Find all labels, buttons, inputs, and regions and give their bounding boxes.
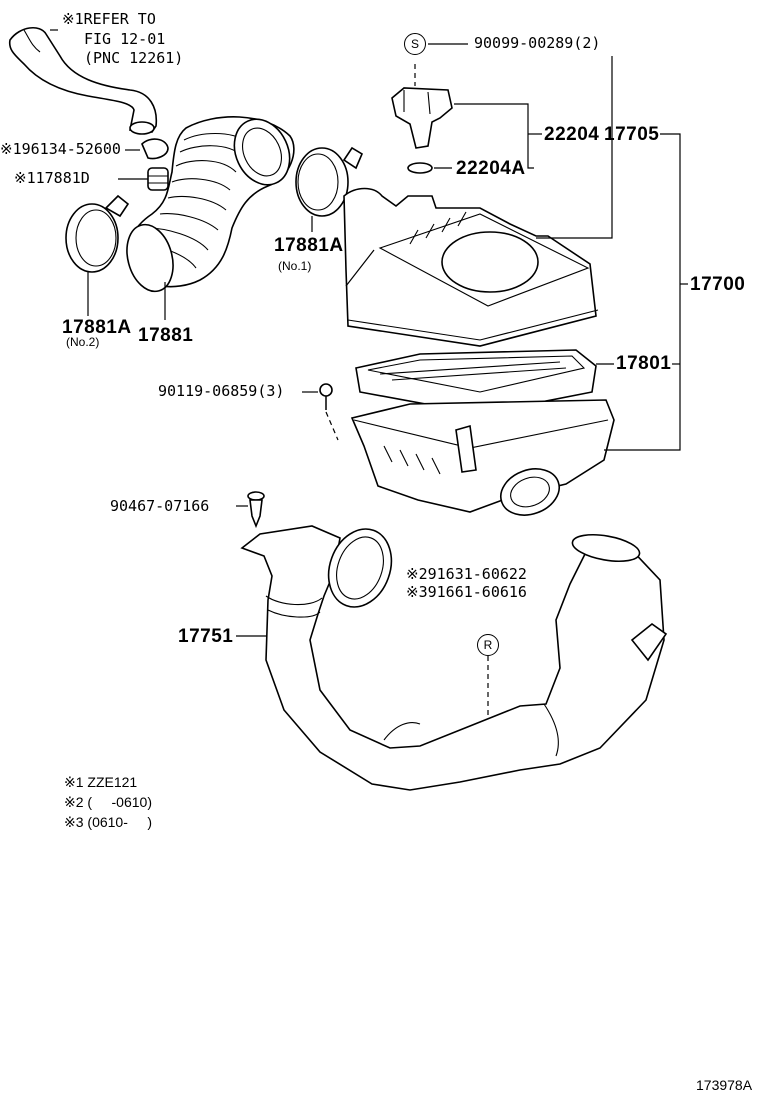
air-flow-sensor	[391, 64, 453, 174]
bolt-90119	[319, 383, 339, 441]
hose-refer-fig	[8, 27, 158, 135]
label-391661-60616: ※391661-60616	[406, 583, 527, 601]
clamp-17881a-no1	[295, 146, 364, 232]
label-196134-52600: ※196134-52600	[0, 140, 121, 158]
leader-lines	[50, 29, 688, 451]
refer-note-line3: (PNC 12261)	[84, 49, 184, 67]
label-17881a-top: 17881A	[274, 235, 344, 256]
label-22204: 22204	[544, 124, 600, 145]
label-90467-07166: 90467-07166	[110, 497, 210, 515]
clamp-17881a-no2	[65, 194, 130, 316]
clip-196134	[125, 138, 169, 160]
label-117881d: ※117881D	[14, 169, 90, 187]
air-cleaner-case	[350, 399, 615, 516]
air-cleaner-cap	[343, 187, 599, 347]
refer-note-line1: ※1REFER TO	[62, 10, 156, 28]
footnote-1: ※1 ZZE121	[64, 774, 138, 790]
mark-r: R	[477, 634, 499, 656]
label-17801: 17801	[616, 353, 672, 374]
label-17705: 17705	[604, 124, 660, 145]
label-no1: (No.1)	[278, 259, 312, 273]
air-filter-element	[355, 349, 614, 415]
clip-117881d	[118, 167, 169, 191]
refer-note-line2: FIG 12-01	[84, 30, 166, 48]
mark-s: S	[404, 33, 426, 55]
label-no2: (No.2)	[66, 335, 100, 349]
intake-duct-17751	[236, 525, 668, 791]
label-17881a-left: 17881A	[62, 317, 132, 338]
label-90119-06859: 90119-06859(3)	[158, 382, 285, 400]
hose-17881	[126, 116, 295, 320]
footnote-3: ※3 (0610- )	[64, 814, 152, 830]
label-17881: 17881	[138, 325, 194, 346]
clip-90467	[236, 491, 265, 529]
footnote-2: ※2 ( -0610)	[64, 794, 152, 810]
label-291631-60622: ※291631-60622	[406, 565, 527, 583]
label-17700: 17700	[690, 274, 746, 295]
figure-code: 173978A	[696, 1077, 753, 1093]
label-17751: 17751	[178, 626, 234, 647]
label-90099-00289: 90099-00289(2)	[474, 34, 601, 52]
label-22204a: 22204A	[456, 158, 526, 179]
